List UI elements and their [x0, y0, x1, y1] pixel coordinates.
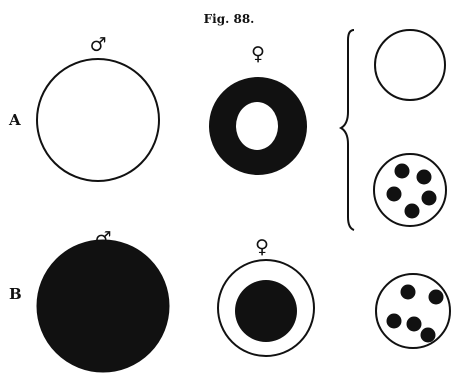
spot	[429, 290, 444, 305]
b-result-spotted-circle	[376, 274, 450, 348]
spot	[422, 191, 437, 206]
spot	[401, 285, 416, 300]
spot	[387, 314, 402, 329]
b-male-cell-filled	[37, 240, 169, 372]
spot	[421, 328, 436, 343]
curly-brace	[341, 30, 354, 230]
a-result-spotted-circle	[374, 154, 446, 226]
spot	[387, 187, 402, 202]
female-symbol-a: ♀	[251, 43, 265, 65]
row-label-a: A	[8, 111, 21, 129]
female-symbol-b: ♀	[255, 236, 269, 258]
spot	[407, 317, 422, 332]
a-result-empty-circle	[375, 30, 445, 100]
spot	[395, 164, 410, 179]
row-label-b: B	[9, 285, 22, 303]
male-symbol-a: ♂	[89, 34, 106, 56]
a-male-cell-circle	[37, 59, 159, 181]
figure-title: Fig. 88.	[204, 12, 255, 26]
a-female-cell-ring	[209, 77, 307, 175]
spot	[405, 204, 420, 219]
spot	[417, 170, 432, 185]
b-female-cell-nucleus	[218, 260, 314, 356]
